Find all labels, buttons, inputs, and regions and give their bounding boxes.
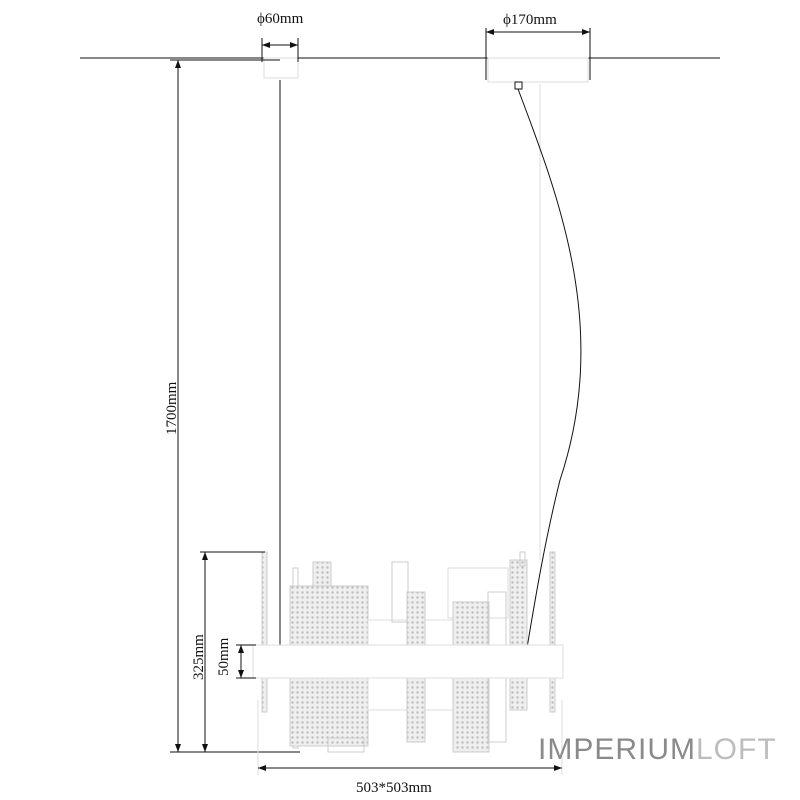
lamp-body xyxy=(252,551,564,753)
left-canopy-dim-label: ϕ60mm xyxy=(257,11,304,27)
right-canopy xyxy=(487,57,589,83)
band xyxy=(252,644,564,679)
right-canopy-dim-label: ϕ170mm xyxy=(503,12,557,28)
imperiumloft-logo: IMPERIUMLOFT xyxy=(538,733,777,766)
band-height-dim-label: 50mm xyxy=(216,637,232,676)
width-dim-label: 503*503mm xyxy=(356,780,432,796)
body-height-dim-label: 325mm xyxy=(191,634,207,680)
left-canopy xyxy=(263,57,299,79)
power-cable xyxy=(517,88,582,649)
total-height-dim-label: 1700mm xyxy=(164,381,180,435)
